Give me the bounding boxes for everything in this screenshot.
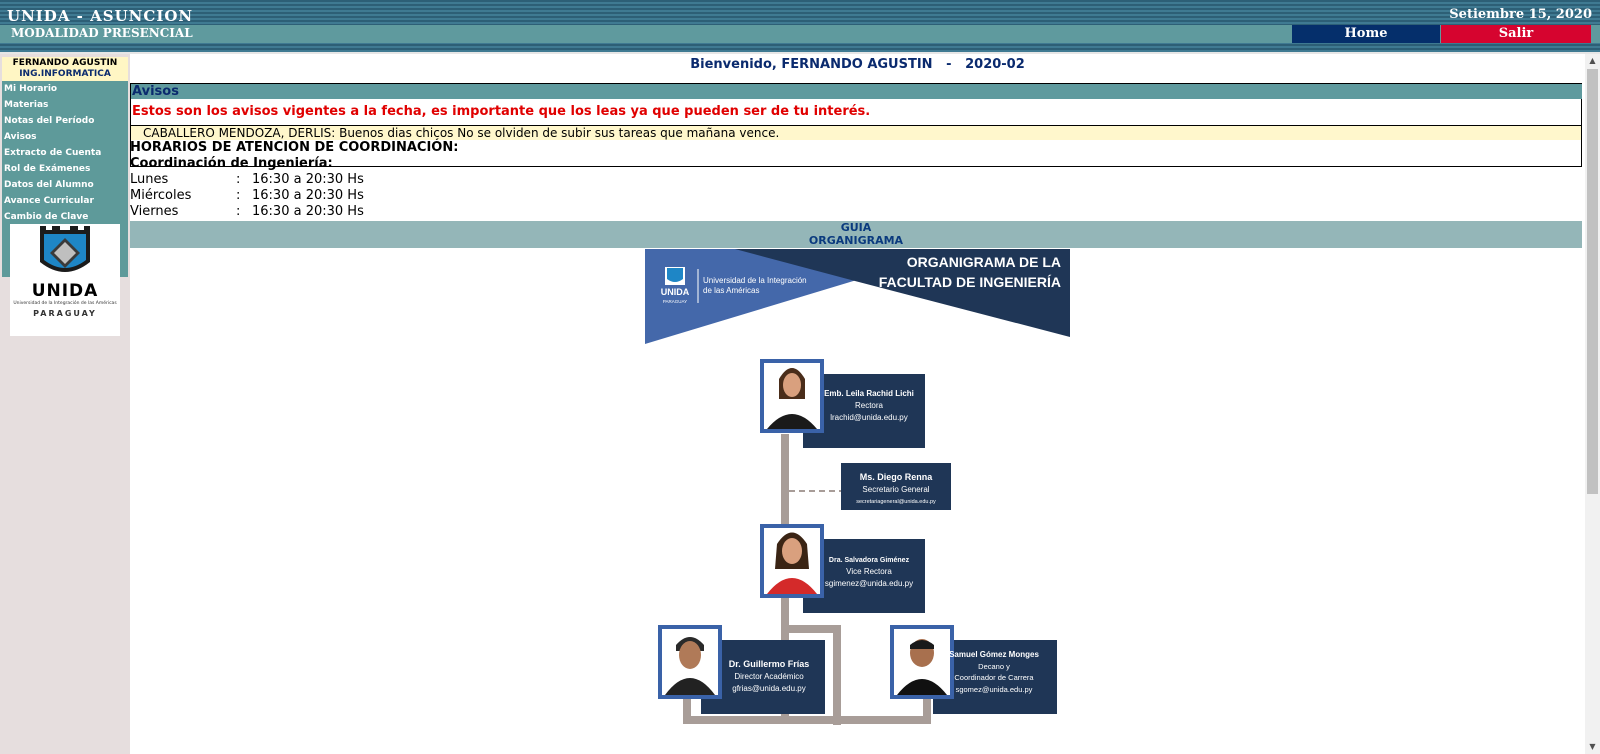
scroll-up-icon[interactable]: ▲ (1589, 56, 1596, 65)
sidebar: FERNANDO AGUSTIN ING.INFORMATICA Mi Hora… (0, 54, 130, 754)
banner-logo-text: UNIDA (661, 287, 690, 297)
banner-university-line2: de las Américas (703, 286, 759, 295)
sidebar-item-avance-curricular[interactable]: Avance Curricular (4, 196, 94, 206)
person-3-name: Dra. Salvadora Giménez (829, 557, 910, 564)
person-3-photo-icon (767, 532, 817, 594)
aviso-text: Buenos dias chicos No se olviden de subi… (335, 126, 780, 140)
horarios-subtitle: Coordinación de Ingeniería: (130, 156, 333, 171)
horario-day: Viernes (130, 204, 179, 219)
horarios-title: HORARIOS DE ATENCION DE COORDINACIÓN: (130, 140, 459, 155)
modalidad-label: MODALIDAD PRESENCIAL (11, 26, 193, 40)
horario-day: Lunes (130, 172, 169, 187)
person-1-email: lrachid@unida.edu.py (830, 413, 908, 422)
person-1-role: Rectora (855, 401, 884, 410)
person-4-name: Dr. Guillermo Frías (729, 659, 810, 669)
horario-hours: 16:30 a 20:30 Hs (252, 204, 364, 219)
sidebar-item-cambio-clave[interactable]: Cambio de Clave (4, 212, 89, 222)
sidebar-item-mi-horario[interactable]: Mi Horario (4, 84, 58, 94)
organigrama-image: UNIDA PARAGUAY Universidad de la Integra… (645, 249, 1070, 725)
page-scrollbar[interactable]: ▲ ▼ (1585, 54, 1600, 754)
home-button[interactable]: Home (1292, 25, 1440, 43)
person-5-name: Samuel Gómez Monges (949, 650, 1039, 659)
salir-button[interactable]: Salir (1441, 25, 1591, 43)
user-name: FERNANDO AGUSTIN (12, 58, 118, 68)
header-bar: UNIDA - ASUNCION Setiembre 15, 2020 MODA… (0, 0, 1600, 54)
person-5-photo-icon (897, 639, 947, 695)
guia-band[interactable]: GUIA ORGANIGRAMA (130, 221, 1582, 248)
modalidad-bar: MODALIDAD PRESENCIAL Home Salir (0, 25, 1600, 43)
unida-shield-icon (40, 226, 90, 272)
logo-subtitle: Universidad de la Integración de las Amé… (13, 301, 117, 306)
sidebar-item-materias[interactable]: Materias (4, 100, 49, 110)
user-career: ING.INFORMATICA (19, 69, 111, 79)
aviso-item: CABALLERO MENDOZA, DERLIS: Buenos dias c… (131, 125, 1581, 140)
horario-row: Viernes:16:30 a 20:30 Hs (130, 204, 458, 220)
sidebar-item-avisos[interactable]: Avisos (4, 132, 37, 142)
sidebar-item-datos-alumno[interactable]: Datos del Alumno (4, 180, 94, 190)
logo-country: PARAGUAY (33, 309, 97, 318)
person-4-role: Director Académico (734, 672, 804, 681)
person-1-name: Emb. Leila Rachid Lichi (824, 389, 914, 398)
avisos-panel: Avisos Estos son los avisos vigentes a l… (130, 83, 1582, 167)
person-3-email: sgimenez@unida.edu.py (825, 579, 913, 588)
horario-day: Miércoles (130, 188, 192, 203)
sidebar-item-extracto-cuenta[interactable]: Extracto de Cuenta (4, 148, 102, 158)
person-2-role: Secretario General (862, 485, 929, 494)
horario-hours: 16:30 a 20:30 Hs (252, 188, 364, 203)
horario-hours: 16:30 a 20:30 Hs (252, 172, 364, 187)
horario-sep: : (236, 188, 241, 203)
person-5-role2: Coordinador de Carrera (954, 673, 1034, 682)
logo-name: UNIDA (31, 281, 99, 301)
person-5-role: Decano y (978, 662, 1010, 671)
horarios-section: HORARIOS DE ATENCION DE COORDINACIÓN: Co… (130, 140, 458, 220)
banner-logo-country: PARAGUAY (663, 299, 687, 304)
current-date: Setiembre 15, 2020 (1449, 7, 1592, 22)
person-1-photo-icon (767, 368, 817, 429)
site-title: UNIDA - ASUNCION (7, 7, 194, 25)
user-box: FERNANDO AGUSTIN ING.INFORMATICA (2, 57, 128, 81)
scroll-down-icon[interactable]: ▼ (1589, 742, 1596, 751)
avisos-header: Avisos (131, 84, 1582, 99)
person-2-name: Ms. Diego Renna (860, 472, 934, 482)
aviso-author: CABALLERO MENDOZA, DERLIS: (143, 126, 336, 140)
guia-link[interactable]: GUIA (840, 221, 872, 234)
unida-logo: UNIDA Universidad de la Integración de l… (10, 224, 120, 336)
horario-sep: : (236, 204, 241, 219)
horario-row: Lunes:16:30 a 20:30 Hs (130, 172, 458, 188)
horario-sep: : (236, 172, 241, 187)
header-divider (0, 52, 1600, 54)
person-5-email: sgomez@unida.edu.py (956, 685, 1033, 694)
banner-university-line1: Universidad de la Integración (703, 276, 807, 285)
avisos-message: Estos son los avisos vigentes a la fecha… (132, 104, 871, 119)
welcome-text: Bienvenido, FERNANDO AGUSTIN - 2020-02 (690, 57, 1025, 72)
person-3-role: Vice Rectora (846, 567, 892, 576)
organigrama-title-2: FACULTAD DE INGENIERÍA (879, 274, 1061, 290)
horario-row: Miércoles:16:30 a 20:30 Hs (130, 188, 458, 204)
main-content: Bienvenido, FERNANDO AGUSTIN - 2020-02 A… (130, 54, 1585, 754)
sidebar-item-rol-examenes[interactable]: Rol de Exámenes (4, 164, 91, 174)
sidebar-item-notas-periodo[interactable]: Notas del Período (4, 116, 95, 126)
person-4-photo-icon (665, 637, 715, 695)
banner-logo-icon (665, 267, 685, 285)
person-4-email: gfrias@unida.edu.py (732, 684, 806, 693)
organigrama-link[interactable]: ORGANIGRAMA (808, 234, 904, 247)
person-2-email: secretariageneral@unida.edu.py (856, 499, 936, 505)
scroll-thumb[interactable] (1587, 69, 1598, 494)
organigrama-title-1: ORGANIGRAMA DE LA (907, 254, 1061, 270)
